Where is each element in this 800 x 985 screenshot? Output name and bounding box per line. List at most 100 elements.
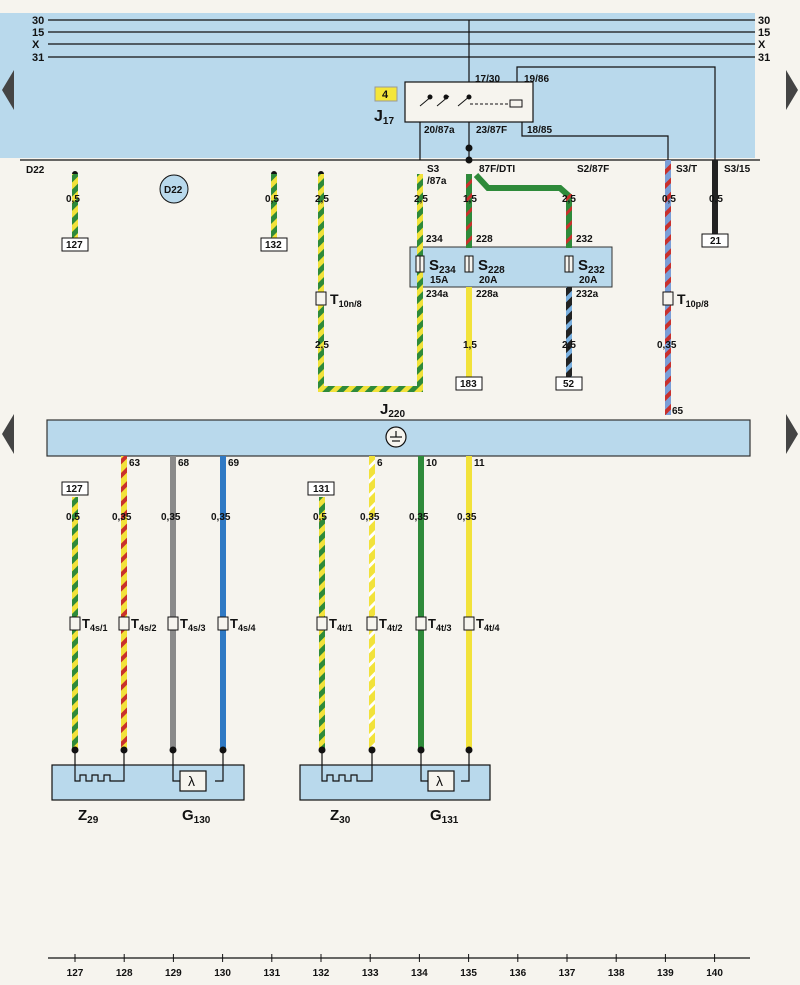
bus-label-x-right: X [758,39,766,51]
gauge-label: 0,5 [66,194,80,205]
bus-label-15-right: 15 [758,27,770,39]
gauge-label: 0,35 [112,512,132,523]
relay-connections [20,20,760,161]
arrow-left-icon-2[interactable] [2,414,14,454]
column-number: 137 [559,968,576,979]
relay-name: J17 [374,108,394,127]
s3-label: S3 [427,164,440,175]
relay-pin-17-30: 17/30 [475,74,500,85]
svg-text:T4s/3: T4s/3 [180,616,205,633]
ref-box: 127 [61,237,89,252]
bus-lines [48,19,755,58]
connector-t4s-1: T4s/1 [69,616,107,633]
svg-text:20A: 20A [579,275,597,286]
s3-15-label: S3/15 [724,164,751,175]
wire-lower-129 [170,456,176,749]
fuse-panel [409,246,613,288]
svg-text:20A: 20A [479,275,497,286]
svg-text:T10n/8: T10n/8 [330,291,362,309]
column-number: 129 [165,968,182,979]
wire-lower-134 [418,456,424,749]
pin-label: 234 [426,234,443,245]
connector-t4t-3: T4t/3 [415,616,451,633]
pin-label: 228a [476,289,499,300]
gauge-label: 2,5 [414,194,428,205]
component-z29-g130: λ [51,750,245,801]
arrow-right-icon-2[interactable] [786,414,798,454]
connector-t10n-8: T10n/8 [315,291,362,309]
wire-j220-loop [318,174,423,392]
bus-label-31: 31 [32,52,44,64]
fuse-s232: S232 20A [564,255,605,286]
connector-t4t-1: T4t/1 [316,616,352,633]
relay-j17 [404,81,534,123]
pin-label: 232 [576,234,593,245]
top-panel [0,13,755,158]
pin-label: 63 [129,458,141,469]
wire-lower-128 [121,456,127,749]
column-number: 134 [411,968,428,979]
svg-text:T4s/4: T4s/4 [230,616,255,633]
wire-127 [72,174,78,238]
column-number: 131 [263,968,280,979]
relay-pin-19-86: 19/86 [524,74,549,85]
pin-label: 6 [377,458,383,469]
pin-label: 234a [426,289,449,300]
arrow-right-icon[interactable] [786,70,798,110]
pin-label: 65 [672,406,684,417]
gauge-label: 2,5 [562,194,576,205]
column-number: 139 [657,968,674,979]
s3-87a-label: /87a [427,176,447,187]
svg-text:S232: S232 [578,257,605,276]
wire-lower-135 [466,456,472,749]
wire-232-lower [566,287,572,377]
pin-label: 69 [228,458,240,469]
gauge-label: 0,35 [211,512,231,523]
gauge-label: 0,5 [313,512,327,523]
pin-label: 228 [476,234,493,245]
gauge-label: 0,5 [662,194,676,205]
column-number: 128 [116,968,133,979]
lower-junction-dots [71,746,473,754]
relay-pin-23-87f: 23/87F [476,125,507,136]
connector-t4s-2: T4s/2 [118,616,156,633]
svg-text:132: 132 [265,240,282,251]
wire-dti-link [473,172,571,199]
s3t-label: S3/T [676,164,697,175]
ref-box: 183 [455,376,483,391]
wire-228-upper [466,174,472,248]
connector-t4t-2: T4t/2 [366,616,402,633]
svg-text:52: 52 [563,379,575,390]
gauge-label: 1,5 [463,194,477,205]
svg-text:T4s/2: T4s/2 [131,616,156,633]
arrow-left-icon[interactable] [2,70,14,110]
j220-label: J220 [380,401,405,420]
svg-text:127: 127 [66,484,83,495]
pin-label: 232a [576,289,599,300]
ref-box: 132 [260,237,288,252]
wire-lower-130 [220,456,226,749]
upper-wires [72,160,718,415]
connector-t4s-3: T4s/3 [167,616,205,633]
component-g130-label: G130 [182,807,211,826]
gauge-label: 2,5 [562,340,576,351]
d22-circle [159,174,189,204]
gauge-label: 0,35 [360,512,380,523]
pin-label: 11 [474,458,485,469]
relay-badge-text: 4 [382,89,389,101]
component-z30-label: Z30 [330,807,351,826]
gauge-label: 0,35 [457,512,477,523]
wire-232-upper [566,194,572,248]
ref-box: 127 [61,481,89,496]
dti-label: 87F/DTI [479,164,515,175]
svg-text:S234: S234 [429,257,456,276]
wire-lower-133 [369,456,375,749]
gauge-label: 0,5 [709,194,723,205]
column-number: 133 [362,968,379,979]
svg-text:21: 21 [710,236,722,247]
wire-140 [712,160,718,234]
pin-label: 68 [178,458,190,469]
column-number: 136 [509,968,526,979]
gauge-label: 0,5 [66,512,80,523]
